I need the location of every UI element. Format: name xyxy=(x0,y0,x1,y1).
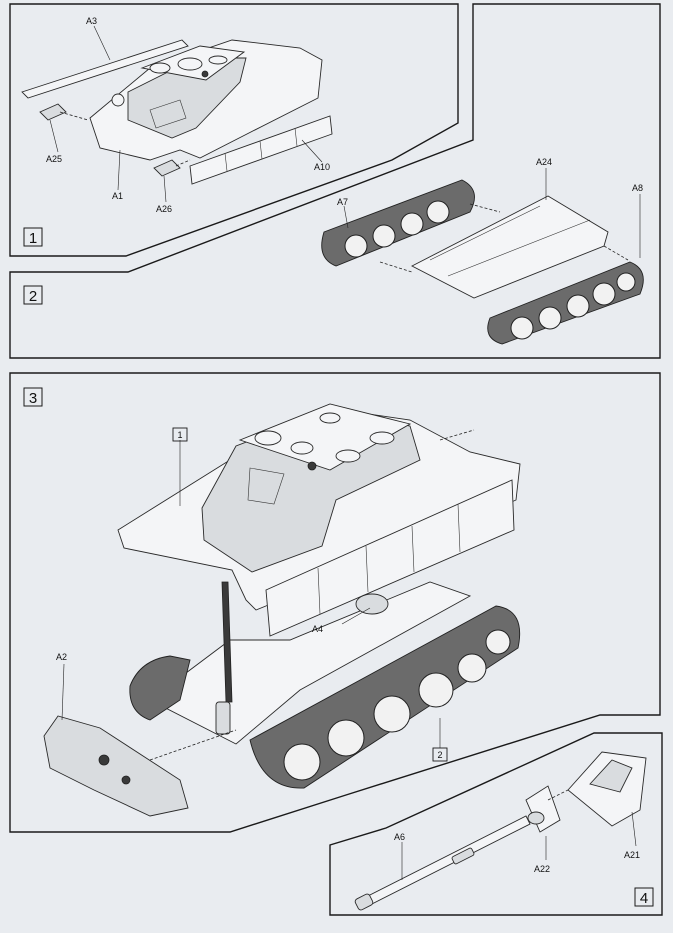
svg-text:2: 2 xyxy=(29,288,37,305)
track-a7 xyxy=(321,179,475,267)
part-a6-barrel xyxy=(359,815,531,909)
part-a22-mantlet xyxy=(525,785,561,833)
part-a21-mount xyxy=(567,751,647,827)
step3-right-track xyxy=(249,605,521,789)
svg-text:2: 2 xyxy=(437,750,442,760)
svg-text:1: 1 xyxy=(177,430,182,440)
label-a22: A22 xyxy=(534,864,550,874)
label-a24: A24 xyxy=(536,157,552,167)
label-a26: A26 xyxy=(156,204,172,214)
hatch-3 xyxy=(208,55,228,65)
part-a24-frame xyxy=(411,195,609,299)
hatch-1 xyxy=(149,62,171,74)
step1-frame xyxy=(9,3,459,257)
step3-frame xyxy=(9,372,661,833)
track-a8 xyxy=(487,261,644,345)
gun-port xyxy=(111,93,125,107)
step3-left-track xyxy=(129,655,191,721)
step1-drawing: A3 A25 A1 A26 A10 xyxy=(21,16,333,214)
label-a3: A3 xyxy=(86,16,97,26)
label-a1: A1 xyxy=(112,191,123,201)
step4-frame xyxy=(329,732,663,916)
part-a3-strip xyxy=(21,39,189,99)
periscope xyxy=(201,70,209,78)
label-a21: A21 xyxy=(624,850,640,860)
label-a25: A25 xyxy=(46,154,62,164)
svg-text:4: 4 xyxy=(640,890,648,907)
label-a6: A6 xyxy=(394,832,405,842)
step-number-2: 2 xyxy=(23,285,43,305)
svg-text:3: 3 xyxy=(29,390,37,407)
part-a26 xyxy=(153,159,181,177)
label-a10: A10 xyxy=(314,162,330,172)
label-a8: A8 xyxy=(632,183,643,193)
step3-drawing: 1 2 A4 A2 xyxy=(43,403,521,817)
label-a4: A4 xyxy=(312,624,323,634)
ref-box-step2: 2 xyxy=(432,747,448,762)
label-a7: A7 xyxy=(337,197,348,207)
step4-drawing: A6 A22 A21 xyxy=(354,751,647,911)
step-number-3: 3 xyxy=(23,387,43,407)
label-a2: A2 xyxy=(56,652,67,662)
svg-text:1: 1 xyxy=(29,230,37,247)
part-a25 xyxy=(39,103,67,121)
step3-casemate-roof xyxy=(238,403,412,471)
step-number-4: 4 xyxy=(634,887,654,907)
ref-box-step1: 1 xyxy=(172,427,188,442)
step2-frame xyxy=(9,3,661,359)
hatch-2 xyxy=(177,57,203,71)
step-number-1: 1 xyxy=(23,227,43,247)
step3-skirt xyxy=(265,479,515,637)
step2-drawing: A24 A7 A8 xyxy=(321,157,644,345)
part-a2-plate xyxy=(43,715,189,817)
